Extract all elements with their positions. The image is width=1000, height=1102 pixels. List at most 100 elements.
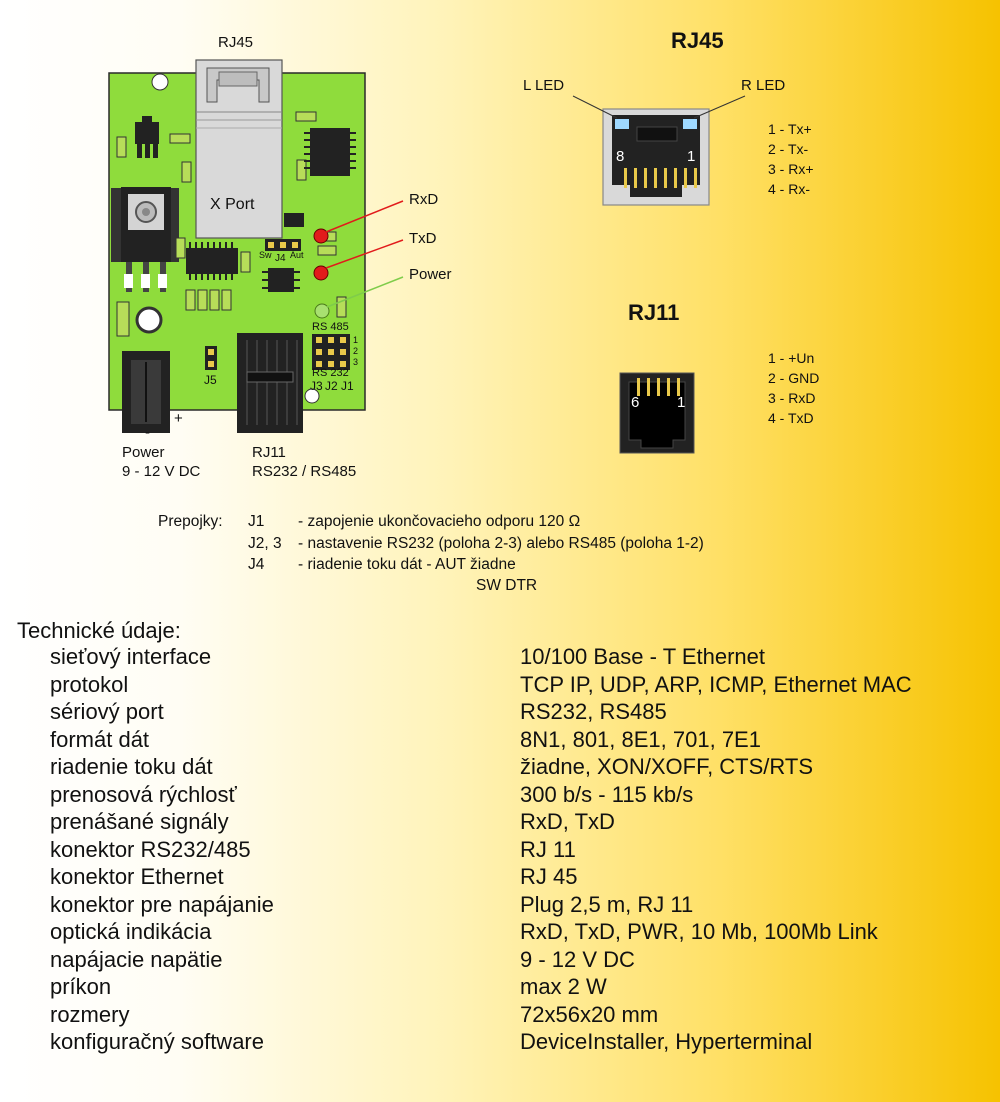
spec-label: formát dát [50, 726, 150, 752]
rj11-board-label: RJ11 [252, 444, 286, 461]
spec-row: sériový port RS232, RS485 [0, 698, 1000, 726]
spec-label: prenosová rýchlosť [50, 781, 237, 807]
spec-value: Plug 2,5 m, RJ 11 [520, 891, 694, 917]
j4-aut-label: Aut [290, 250, 304, 260]
spec-value: 72x56x20 mm [520, 1001, 659, 1027]
jumper-id-j4: J4 [248, 556, 265, 573]
spec-label: konfiguračný software [50, 1029, 264, 1054]
spec-row: napájacie napätie 9 - 12 V DC [0, 946, 1000, 974]
rj45-pin-list: 1 - Tx+ 2 - Tx- 3 - Rx+ 4 - Rx- [768, 119, 814, 199]
rj11-pin-left: 6 [631, 394, 640, 411]
board-diagram [108, 59, 746, 454]
minus-label: - [145, 424, 150, 441]
j5-label: J5 [204, 373, 217, 387]
spec-label: konektor pre napájanie [50, 891, 274, 917]
spec-label: sieťový interface [50, 644, 212, 669]
jumper-number-1: 1 [353, 335, 359, 345]
power-led-label: Power [409, 266, 452, 283]
xport-module [195, 59, 283, 239]
ic-chips [186, 128, 356, 292]
jumper-id-j2-3: J2, 3 [248, 535, 282, 552]
jumper-desc-j2-3: - nastavenie RS232 (poloha 2-3) alebo RS… [298, 535, 704, 552]
jumper-desc-j1: - zapojenie ukončovacieho odporu 120 Ω [298, 513, 581, 530]
j4-jumper [265, 239, 301, 251]
spec-label: napájacie napätie [50, 946, 223, 972]
rj45-face [572, 95, 746, 206]
rj11-pin-4: 4 - TxD [768, 410, 814, 426]
spec-row: konektor Ethernet RJ 45 [0, 863, 1000, 891]
j5-jumper [205, 346, 217, 370]
spec-row: prenosová rýchlosť 300 b/s - 115 kb/s [0, 781, 1000, 809]
jumper-id-j1: J1 [248, 513, 265, 530]
spec-label: prenášané signály [50, 809, 229, 834]
jumper-j4-extra: SW DTR [476, 577, 538, 594]
spec-value: RxD, TxD, PWR, 10 Mb, 100Mb Link [520, 919, 878, 944]
j4-label: J4 [275, 253, 286, 264]
status-leds [313, 228, 330, 319]
power-jack [122, 351, 170, 433]
rj45-title: RJ45 [671, 28, 724, 53]
rj11-board-value: RS232 / RS485 [252, 463, 357, 480]
plus-label: + [174, 410, 183, 427]
spec-value: 8N1, 801, 8E1, 701, 7E1 [520, 726, 761, 752]
spec-row: rozmery 72x56x20 mm [0, 1001, 1000, 1029]
spec-value: žiadne, XON/XOFF, CTS/RTS [520, 754, 814, 779]
spec-value: RJ 45 [520, 864, 578, 889]
rj11-pin-right: 1 [677, 394, 686, 411]
rj45-pin-right: 1 [687, 148, 696, 165]
spec-label: rozmery [50, 1001, 130, 1027]
j1-j3-jumper-block [312, 334, 350, 370]
jumper-number-2: 2 [353, 346, 359, 356]
rxd-led-label: RxD [409, 191, 439, 208]
voltage-regulator [111, 187, 179, 292]
spec-row: konektor pre napájanie Plug 2,5 m, RJ 11 [0, 891, 1000, 919]
spec-row: sieťový interface 10/100 Base - T Etherne… [0, 643, 1000, 671]
spec-label: konektor RS232/485 [50, 836, 251, 862]
rj11-title: RJ11 [628, 300, 680, 325]
rj45-board-label: RJ45 [218, 34, 254, 51]
spec-value: 300 b/s - 115 kb/s [520, 781, 694, 807]
spec-row: konektor RS232/485 RJ 11 [0, 836, 1000, 864]
power-voltage-label: 9 - 12 V DC [122, 463, 201, 480]
rs232-board-label: RS 232 [312, 367, 349, 379]
spec-value: 10/100 Base - T Ethernet [520, 644, 766, 669]
rj11-pin-list: 1 - +Un 2 - GND 3 - RxD 4 - TxD [768, 348, 819, 428]
rj11-pin-3: 3 - RxD [768, 390, 816, 406]
rj45-pin-left: 8 [616, 148, 625, 165]
j1-label: J1 [341, 379, 354, 393]
txd-led-label: TxD [409, 230, 437, 247]
j3-label: J3 [310, 379, 323, 393]
jumper-desc-j4: - riadenie toku dát - AUT žiadne [298, 556, 516, 573]
specs-heading: Technické údaje: [17, 618, 181, 643]
rj11-socket-board [237, 333, 303, 433]
spec-label: príkon [50, 974, 112, 999]
spec-value: RJ 11 [520, 836, 576, 862]
rj11-pin-1: 1 - +Un [768, 350, 815, 366]
j2-label: J2 [325, 379, 338, 393]
spec-value: TCP IP, UDP, ARP, ICMP, Ethernet MAC [520, 671, 912, 697]
sot-transistor [135, 116, 159, 158]
spec-row: formát dát 8N1, 801, 8E1, 701, 7E1 [0, 726, 1000, 754]
spec-label: optická indikácia [50, 919, 212, 944]
spec-row: optická indikácia RxD, TxD, PWR, 10 Mb, 1… [0, 918, 1000, 946]
spec-label: sériový port [50, 699, 164, 724]
rs485-board-label: RS 485 [312, 321, 349, 333]
rj45-pin-1: 1 - Tx+ [768, 121, 812, 137]
rj45-l-led-label: L LED [523, 77, 565, 94]
spec-value: RS232, RS485 [520, 699, 667, 724]
xport-label: X Port [210, 196, 255, 213]
spec-label: konektor Ethernet [50, 864, 224, 889]
rj45-pin-4: 4 - Rx- [768, 181, 810, 197]
rj45-r-led-label: R LED [741, 77, 786, 94]
jumper-number-3: 3 [353, 357, 359, 367]
rj45-pin-3: 3 - Rx+ [768, 161, 814, 177]
spec-value: 9 - 12 V DC [520, 946, 635, 972]
led-callouts [325, 200, 404, 308]
spec-label: riadenie toku dát [50, 754, 213, 779]
rj11-pin-2: 2 - GND [768, 370, 820, 386]
j4-sw-label: Sw [259, 250, 272, 260]
rj45-pin-2: 2 - Tx- [768, 141, 809, 157]
